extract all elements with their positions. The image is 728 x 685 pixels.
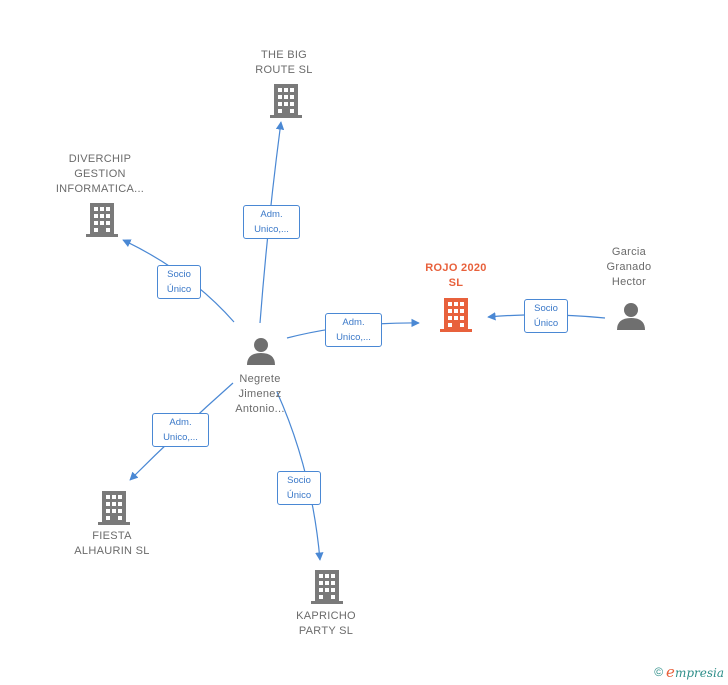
footer-brand[interactable]: © empresia (654, 663, 724, 681)
edge-label-the-big-route[interactable]: Adm. Unico,... (243, 205, 300, 239)
brand-name: mpresia (674, 666, 724, 680)
edge-label-fiesta[interactable]: Adm. Unico,... (152, 413, 209, 447)
edge-label-line: Unico,... (163, 432, 198, 443)
edge-label-line: Socio (167, 269, 191, 280)
node-label-line: Negrete (239, 373, 281, 385)
node-label-line: DIVERCHIP (68, 153, 132, 165)
copyright-icon: © (654, 665, 664, 679)
node-label-line: Jimenez (238, 388, 282, 400)
building-icon[interactable] (98, 491, 130, 525)
edge-label-line: Único (166, 284, 192, 295)
node-label-line: KAPRICHO (296, 610, 356, 622)
edge-label-line: Adm. (342, 317, 365, 328)
edge-label-kapricho[interactable]: Socio Único (277, 471, 321, 505)
node-label-line: Granado (606, 261, 652, 273)
edge-label-line: Socio (534, 303, 558, 314)
building-icon[interactable] (86, 203, 118, 237)
node-label-line: Garcia (611, 246, 647, 258)
node-label-rojo-2020[interactable]: ROJO 2020 SL (408, 261, 504, 291)
building-icon[interactable] (270, 84, 302, 118)
brand-logo: empresia (666, 663, 724, 681)
node-label-line: THE BIG (260, 49, 308, 61)
node-label-line: Antonio... (235, 403, 285, 415)
edge-label-line: Unico,... (336, 332, 371, 343)
edge-label-line: Unico,... (254, 224, 289, 235)
person-icon[interactable] (247, 338, 275, 365)
node-label-line: ROJO 2020 (425, 262, 487, 274)
edge-label-line: Adm. (260, 209, 283, 220)
node-label-line: INFORMATICA... (55, 183, 145, 195)
edge-label-diverchip[interactable]: Socio Único (157, 265, 201, 299)
node-label-fiesta[interactable]: FIESTA ALHAURIN SL (62, 529, 162, 559)
node-label-line: GESTION (74, 168, 126, 180)
edge-label-garcia-rojo[interactable]: Socio Único (524, 299, 568, 333)
node-label-negrete[interactable]: Negrete Jimenez Antonio... (218, 372, 302, 417)
node-label-line: ROUTE SL (255, 64, 313, 76)
brand-initial: e (666, 663, 675, 681)
node-label-line: PARTY SL (298, 625, 354, 637)
node-label-line: Hector (611, 276, 647, 288)
edge-label-rojo[interactable]: Adm. Unico,... (325, 313, 382, 347)
edge-label-line: Único (286, 490, 312, 501)
node-label-diverchip[interactable]: DIVERCHIP GESTION INFORMATICA... (44, 152, 156, 197)
node-label-garcia[interactable]: Garcia Granado Hector (590, 245, 668, 290)
edge-label-line: Adm. (169, 417, 192, 428)
node-label-line: SL (448, 277, 464, 289)
node-label-line: ALHAURIN SL (74, 545, 150, 557)
person-icon[interactable] (617, 303, 645, 330)
node-label-kapricho[interactable]: KAPRICHO PARTY SL (280, 609, 372, 639)
building-icon-main[interactable] (440, 298, 472, 332)
edge-label-line: Único (533, 318, 559, 329)
edge-label-line: Socio (287, 475, 311, 486)
node-label-the-big-route[interactable]: THE BIG ROUTE SL (236, 48, 332, 78)
building-icon[interactable] (311, 570, 343, 604)
node-label-line: FIESTA (92, 530, 132, 542)
